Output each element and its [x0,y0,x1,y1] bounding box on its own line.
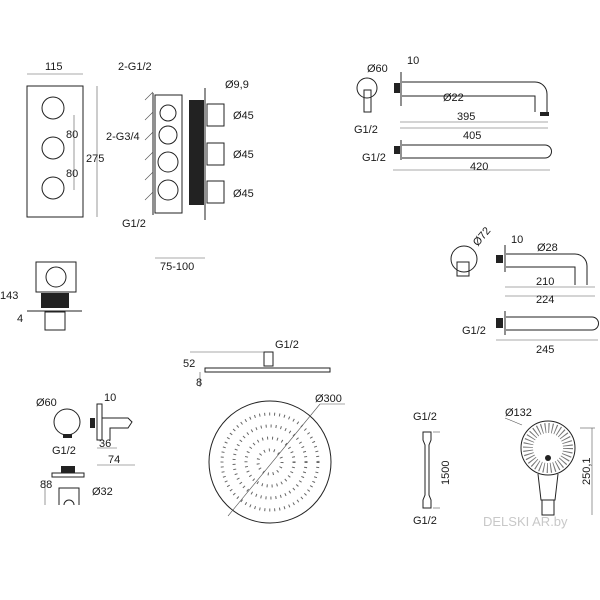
head-shower-drawing: G1/2 52 8 Ø300 [183,339,345,524]
dim-hand-length: 250,1 [581,457,593,485]
label-knob-2: Ø45 [233,149,254,161]
label-outlet-thread: G1/2 [52,445,76,457]
shower-arm-drawing: Ø60 10 Ø22 395 405 G1/2 G1/2 420 [354,55,552,173]
dim-spout-inner: 210 [536,276,554,288]
label-stem: Ø9,9 [225,79,249,91]
mixer-side-view: 2-G1/2 Ø9,9 Ø45 Ø45 Ø45 2-G3/4 G1/2 75-1… [106,61,254,273]
dim-outlet-length: 74 [108,454,120,466]
dim-width: 115 [45,61,63,73]
watermark: DELSKI AR.by [483,514,568,529]
wall-outlet-drawing: Ø60 10 36 74 G1/2 88 Ø32 [36,392,135,506]
label-knob-3: Ø45 [233,188,254,200]
hose-drawing: G1/2 1500 G1/2 [413,411,452,527]
dim-arm-inner: 395 [457,111,475,123]
dim-head-height: 52 [183,358,195,370]
dim-spacing-2: 80 [66,168,78,180]
mixer-front-view: 115 80 80 275 [26,61,104,218]
dim-spacing-1: 80 [66,129,78,141]
dim-alt-spout-length: 245 [536,344,554,356]
label-bottom-connection: G1/2 [122,218,146,230]
label-outlet-thickness: 10 [104,392,116,404]
label-hose-bottom: G1/2 [413,515,437,527]
label-arm-flange-thickness: 10 [407,55,419,67]
spout-drawing: Ø72 10 Ø28 210 224 G1/2 245 [450,225,599,356]
label-arm-thread: G1/2 [354,124,378,136]
label-outlets: 2-G1/2 [118,61,152,73]
dim-hose-length: 1500 [440,461,452,485]
dim-spout-outer: 224 [536,294,554,306]
label-head-diameter: Ø300 [315,393,342,405]
label-arm-flange: Ø60 [367,63,388,75]
label-arm-tube: Ø22 [443,92,464,104]
hand-shower-drawing: Ø132 250,1 [504,407,595,516]
label-knob-1: Ø45 [233,110,254,122]
dim-alt-arm-length: 420 [470,161,488,173]
label-alt-arm-thread: G1/2 [362,152,386,164]
label-holder-diameter: Ø32 [92,486,113,498]
label-spout-tube: Ø28 [537,242,558,254]
label-spout-flange-thickness: 10 [511,234,523,246]
label-outlet-flange: Ø60 [36,397,57,409]
dim-arm-outer: 405 [463,130,481,142]
label-spout-thread: G1/2 [462,325,486,337]
dim-bottom-height: 143 [0,290,18,302]
label-hose-top: G1/2 [413,411,437,423]
dim-height: 275 [86,153,104,165]
dim-outlet-depth: 36 [99,438,111,450]
mixer-bottom-view: 143 4 [0,261,82,331]
dim-plate: 4 [17,313,23,325]
label-hand-diameter: Ø132 [505,407,532,419]
dim-head-thickness: 8 [196,377,202,389]
label-spout-flange: Ø72 [471,225,494,249]
dim-depth: 75-100 [160,261,194,273]
dim-holder-height: 88 [40,479,52,491]
label-inlets: 2-G3/4 [106,131,140,143]
label-head-connection: G1/2 [275,339,299,351]
